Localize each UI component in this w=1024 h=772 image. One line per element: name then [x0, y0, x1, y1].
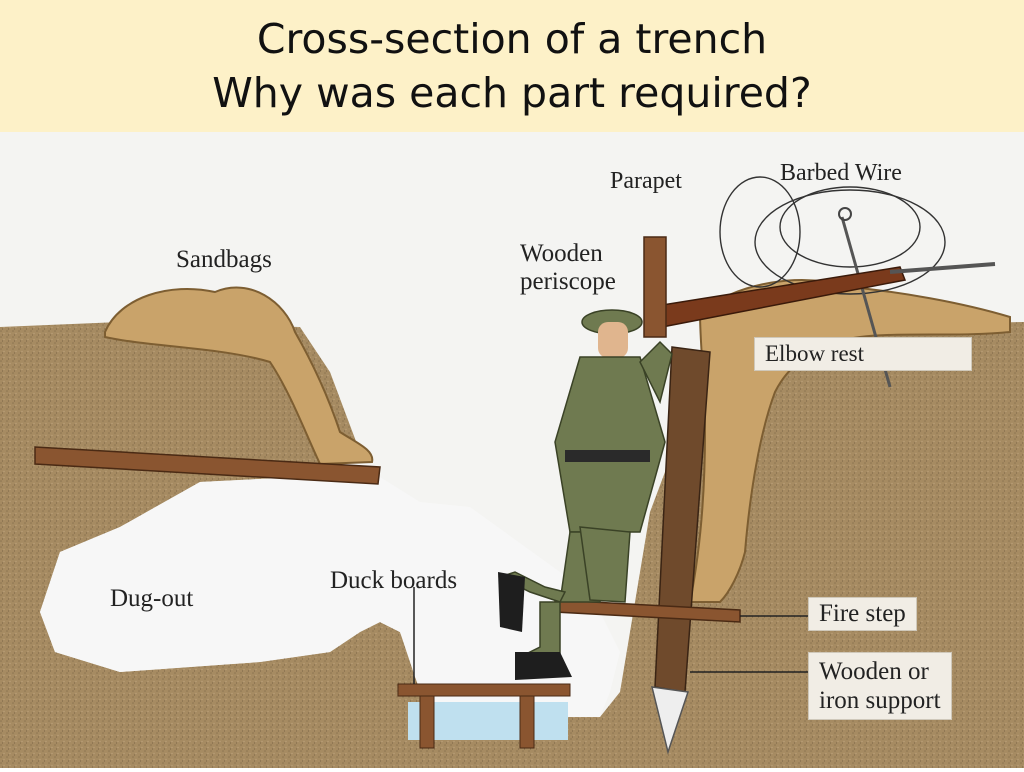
- trench-illustration: [0, 132, 1024, 768]
- label-periscope-line2: periscope: [520, 268, 616, 295]
- duck-board-leg-right: [519, 695, 535, 749]
- wire-stake-loop: [838, 207, 852, 221]
- rifle-barrel: [889, 262, 996, 274]
- wooden-periscope: [643, 236, 667, 338]
- trench-diagram: Parapet Barbed Wire Sandbags Wooden peri…: [0, 132, 1024, 768]
- support-post-tip: [651, 686, 689, 755]
- label-fire-step: Fire step: [808, 597, 917, 631]
- label-elbow-rest: Elbow rest: [754, 337, 972, 371]
- label-sandbags: Sandbags: [176, 246, 272, 273]
- plank-left: [34, 446, 381, 485]
- slide-header: Cross-section of a trench Why was each p…: [0, 0, 1024, 132]
- label-periscope-line1: Wooden: [520, 240, 603, 267]
- barbed-wire: [719, 176, 946, 295]
- slide-title: Cross-section of a trench: [256, 15, 768, 63]
- duck-board-leg-left: [419, 695, 435, 749]
- label-dug-out: Dug-out: [110, 585, 194, 612]
- label-support-line1: Wooden or: [819, 658, 929, 685]
- label-wooden-support: Wooden or iron support: [808, 652, 952, 720]
- label-duck-boards: Duck boards: [330, 567, 458, 594]
- sandbags-left: [104, 286, 374, 466]
- trench-water: [408, 702, 568, 740]
- ground-earth: [0, 322, 1024, 768]
- soldier: [498, 309, 673, 680]
- label-support-line2: iron support: [819, 687, 941, 714]
- duck-board-plank: [397, 683, 571, 697]
- slide-subtitle: Why was each part required?: [212, 69, 812, 117]
- label-barbed-wire: Barbed Wire: [780, 160, 902, 186]
- label-parapet: Parapet: [610, 168, 682, 194]
- label-wooden-periscope: Wooden periscope: [520, 240, 616, 296]
